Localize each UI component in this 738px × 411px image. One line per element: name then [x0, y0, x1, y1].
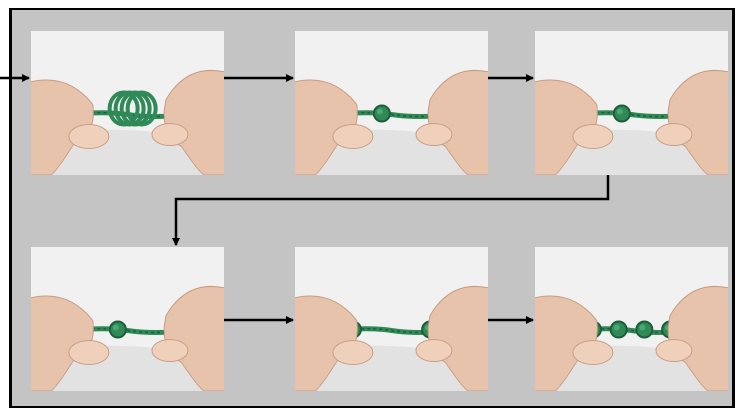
right-hand: [163, 285, 224, 391]
right-hand: [427, 285, 488, 391]
right-hand: [667, 285, 728, 391]
hands-holding-two-knots-photo: [295, 247, 488, 391]
step-4-photo: [31, 247, 224, 391]
hands-shaping-knot-photo: [295, 31, 488, 175]
hands-coiling-cord-photo: [31, 31, 224, 175]
right-hand: [667, 69, 728, 175]
step-1-photo: [31, 31, 224, 175]
step-5-photo: [295, 247, 488, 391]
hands-holding-knotted-cord-photo: [535, 247, 728, 391]
step-6-photo: [535, 247, 728, 391]
step-2-photo: [295, 31, 488, 175]
step-3-photo: [535, 31, 728, 175]
right-hand: [427, 69, 488, 175]
right-hand: [163, 69, 224, 175]
hands-tightening-knot-photo: [535, 31, 728, 175]
hands-starting-next-knot-photo: [31, 247, 224, 391]
